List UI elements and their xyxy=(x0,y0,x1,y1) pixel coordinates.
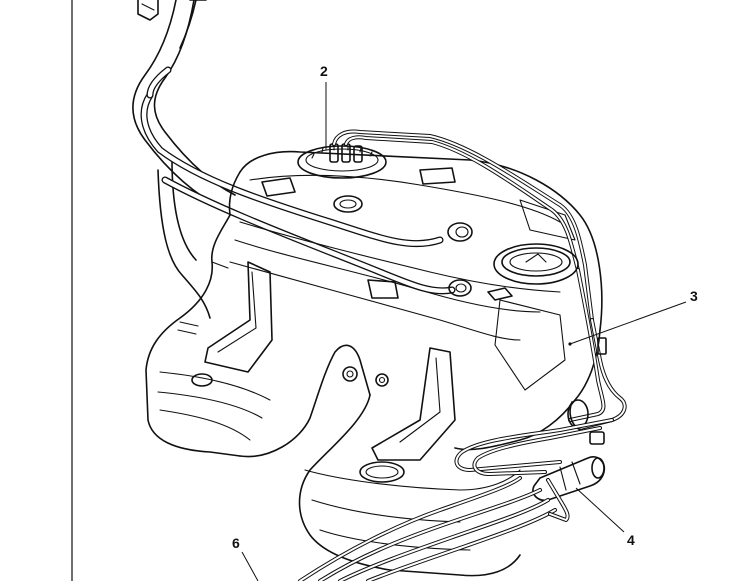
callout-4-leader xyxy=(575,487,625,533)
level-sender-ring xyxy=(493,243,579,285)
callout-3-dot xyxy=(568,342,572,346)
callout-6: 6 xyxy=(232,535,240,551)
fuel-sender-unit xyxy=(297,129,594,322)
mounting-bracket xyxy=(137,0,159,21)
callout-4: 4 xyxy=(627,532,635,548)
filler-neck-pipe xyxy=(132,0,236,319)
pipe-connectors xyxy=(447,222,473,297)
callout-3: 3 xyxy=(690,288,698,304)
callout-3-leader xyxy=(569,301,687,345)
vent-line xyxy=(140,66,456,295)
callout-6-leader xyxy=(241,551,259,581)
fuel-filter xyxy=(532,431,606,502)
callout-2: 2 xyxy=(320,63,328,79)
fuel-line-bundle xyxy=(298,418,614,581)
fuel-lines-right xyxy=(567,268,627,431)
fuel-tank-body xyxy=(145,150,603,577)
